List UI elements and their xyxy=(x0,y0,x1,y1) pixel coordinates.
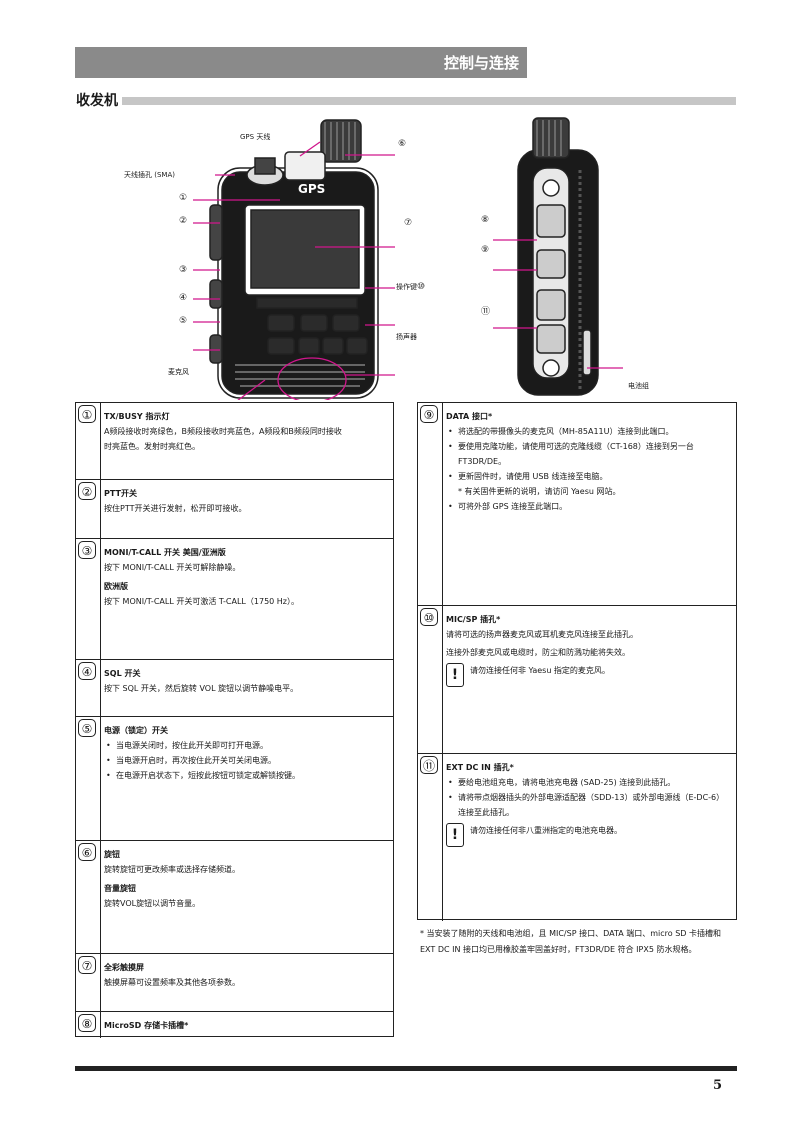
item-10-number: ⑩ xyxy=(420,608,438,626)
item-2-title: PTT开关 xyxy=(104,489,137,498)
item-11-bullet: 要给电池组充电，请将电池充电器 (SAD-25) 连接到此插孔。 xyxy=(448,775,732,790)
item-7-title: 全彩触摸屏 xyxy=(104,963,144,972)
item-11-title: EXT DC IN 插孔* xyxy=(446,763,514,772)
radio-front xyxy=(209,119,379,399)
battery-label: 电池组 xyxy=(628,382,649,390)
speaker-label: 扬声器 xyxy=(396,333,417,341)
item-1-line: 时亮蓝色。发射时亮红色。 xyxy=(104,442,200,451)
radio-side xyxy=(517,117,599,396)
item-9-bullet: 要使用克隆功能，请使用可选的克隆线缆（CT-168）连接到另一台FT3DR/DE… xyxy=(448,439,732,469)
item-11-number: ⑪ xyxy=(420,756,438,774)
item-8-title: MicroSD 存储卡插槽* xyxy=(104,1021,189,1030)
item-8-row: ⑧ MicroSD 存储卡插槽* xyxy=(76,1011,393,1038)
item-8-number: ⑧ xyxy=(78,1014,96,1032)
item-7-line: 触摸屏幕可设置频率及其他各项参数。 xyxy=(104,978,240,987)
item-7-row: ⑦ 全彩触摸屏 触摸屏幕可设置频率及其他各项参数。 xyxy=(76,953,393,1011)
callout-8: ⑧ xyxy=(481,215,490,225)
item-5-bullet: 在电源开启状态下，短按此按钮可锁定或解锁按键。 xyxy=(106,768,389,783)
item-4-number: ④ xyxy=(78,662,96,680)
callout-3: ③ xyxy=(179,265,188,275)
warning-icon: ! xyxy=(446,823,464,847)
item-10-line: 连接外部麦克风或电缆时，防尘和防溅功能将失效。 xyxy=(446,648,630,657)
callout-9: ⑨ xyxy=(481,245,490,255)
page-number: 5 xyxy=(713,1078,723,1093)
item-2-line: 按住PTT开关进行发射，松开即可接收。 xyxy=(104,504,247,513)
operation-key-label: 操作键 xyxy=(396,283,417,291)
item-3-subtitle: 欧洲版 xyxy=(104,582,128,591)
chapter-title: 控制与连接 xyxy=(443,54,519,72)
callout-2: ② xyxy=(179,216,188,226)
item-1-title: TX/BUSY 指示灯 xyxy=(104,412,170,421)
callout-10: ⑩ xyxy=(417,282,426,292)
item-7-number: ⑦ xyxy=(78,956,96,974)
item-3-title: MONI/T-CALL 开关 美国/亚洲版 xyxy=(104,548,226,557)
item-9-bullet: 可将外部 GPS 连接至此端口。 xyxy=(448,499,732,514)
item-4-title: SQL 开关 xyxy=(104,669,141,678)
item-10-line: 请将可选的扬声器麦克风或耳机麦克风连接至此插孔。 xyxy=(446,630,638,639)
section-title: 收发机 xyxy=(76,93,118,109)
item-6-subline: 旋转VOL旋钮以调节音量。 xyxy=(104,899,201,908)
item-9-row: ⑨ DATA 接口* 将选配的带摄像头的麦克风（MH-85A11U）连接到此端口… xyxy=(418,403,736,605)
mic-label: 麦克风 xyxy=(168,368,189,376)
item-9-title: DATA 接口* xyxy=(446,412,493,421)
section-rule xyxy=(122,97,736,105)
footnote: * 当安装了随附的天线和电池组，且 MIC/SP 接口、DATA 端口、micr… xyxy=(420,929,721,954)
item-5-bullet: 当电源关闭时，按住此开关即可打开电源。 xyxy=(106,738,389,753)
item-9-number: ⑨ xyxy=(420,405,438,423)
left-description-table: ① TX/BUSY 指示灯 A频段接收时亮绿色，B频段接收时亮蓝色，A频段和B频… xyxy=(75,402,394,1038)
right-description-table: ⑨ DATA 接口* 将选配的带摄像头的麦克风（MH-85A11U）连接到此端口… xyxy=(417,402,737,921)
item-11-warning: ! 请勿连接任何非八重洲指定的电池充电器。 xyxy=(446,823,732,847)
footer-rule xyxy=(75,1066,737,1071)
item-3-line: 按下 MONI/T-CALL 开关可解除静噪。 xyxy=(104,563,241,572)
item-3-number: ③ xyxy=(78,541,96,559)
chapter-header: 控制与连接 xyxy=(75,47,527,78)
item-9-bullet: 将选配的带摄像头的麦克风（MH-85A11U）连接到此端口。 xyxy=(448,424,732,439)
item-3-row: ③ MONI/T-CALL 开关 美国/亚洲版 按下 MONI/T-CALL 开… xyxy=(76,538,393,659)
callout-4: ④ xyxy=(179,293,188,303)
radio-illustration xyxy=(193,117,623,400)
item-10-warning-text: 请勿连接任何非 Yaesu 指定的麦克风。 xyxy=(470,666,610,675)
item-5-bullet: 当电源开启时，再次按住此开关可关闭电源。 xyxy=(106,753,389,768)
item-9-note: * 有关固件更新的说明，请访问 Yaesu 网站。 xyxy=(458,487,621,496)
item-9-bullet: 更新固件时，请使用 USB 线连接至电脑。 xyxy=(448,469,732,484)
item-10-title: MIC/SP 插孔* xyxy=(446,615,501,624)
item-11-bullet: 请将带点烟器插头的外部电源适配器（SDD-13）或外部电源线（E-DC-6）连接… xyxy=(448,790,732,820)
gps-antenna-label: GPS 天线 xyxy=(240,133,271,141)
item-5-number: ⑤ xyxy=(78,719,96,737)
item-6-line: 旋转旋钮可更改频率或选择存储频道。 xyxy=(104,865,240,874)
item-11-row: ⑪ EXT DC IN 插孔* 要给电池组充电，请将电池充电器 (SAD-25)… xyxy=(418,753,736,921)
item-6-subtitle: 音量旋钮 xyxy=(104,884,136,893)
item-2-number: ② xyxy=(78,482,96,500)
item-6-number: ⑥ xyxy=(78,843,96,861)
callout-5: ⑤ xyxy=(179,316,188,326)
item-6-row: ⑥ 旋钮 旋转旋钮可更改频率或选择存储频道。 音量旋钮 旋转VOL旋钮以调节音量… xyxy=(76,840,393,953)
warning-icon: ! xyxy=(446,663,464,687)
antenna-jack-label: 天线插孔 (SMA) xyxy=(124,171,175,179)
item-6-title: 旋钮 xyxy=(104,850,120,859)
callout-6: ⑥ xyxy=(398,139,407,149)
callout-7: ⑦ xyxy=(404,218,413,228)
callout-1: ① xyxy=(179,193,188,203)
item-10-warning: ! 请勿连接任何非 Yaesu 指定的麦克风。 xyxy=(446,663,732,687)
item-4-row: ④ SQL 开关 按下 SQL 开关，然后旋转 VOL 旋钮以调节静噪电平。 xyxy=(76,659,393,716)
item-5-row: ⑤ 电源（锁定）开关 当电源关闭时，按住此开关即可打开电源。 当电源开启时，再次… xyxy=(76,716,393,840)
item-5-title: 电源（锁定）开关 xyxy=(104,726,168,735)
item-2-row: ② PTT开关 按住PTT开关进行发射，松开即可接收。 xyxy=(76,479,393,538)
item-1-number: ① xyxy=(78,405,96,423)
callout-lines-side xyxy=(493,239,623,369)
item-1-line: A频段接收时亮绿色，B频段接收时亮蓝色，A频段和B频段同时接收 xyxy=(104,427,342,436)
gps-logo: GPS xyxy=(298,182,326,196)
item-1-row: ① TX/BUSY 指示灯 A频段接收时亮绿色，B频段接收时亮蓝色，A频段和B频… xyxy=(76,403,393,479)
item-3-subline: 按下 MONI/T-CALL 开关可激活 T-CALL（1750 Hz）。 xyxy=(104,597,300,606)
item-11-warning-text: 请勿连接任何非八重洲指定的电池充电器。 xyxy=(470,826,622,835)
callout-11: ⑪ xyxy=(481,307,491,317)
item-4-line: 按下 SQL 开关，然后旋转 VOL 旋钮以调节静噪电平。 xyxy=(104,684,299,693)
callout-lines-front xyxy=(193,141,395,400)
item-10-row: ⑩ MIC/SP 插孔* 请将可选的扬声器麦克风或耳机麦克风连接至此插孔。 连接… xyxy=(418,605,736,753)
